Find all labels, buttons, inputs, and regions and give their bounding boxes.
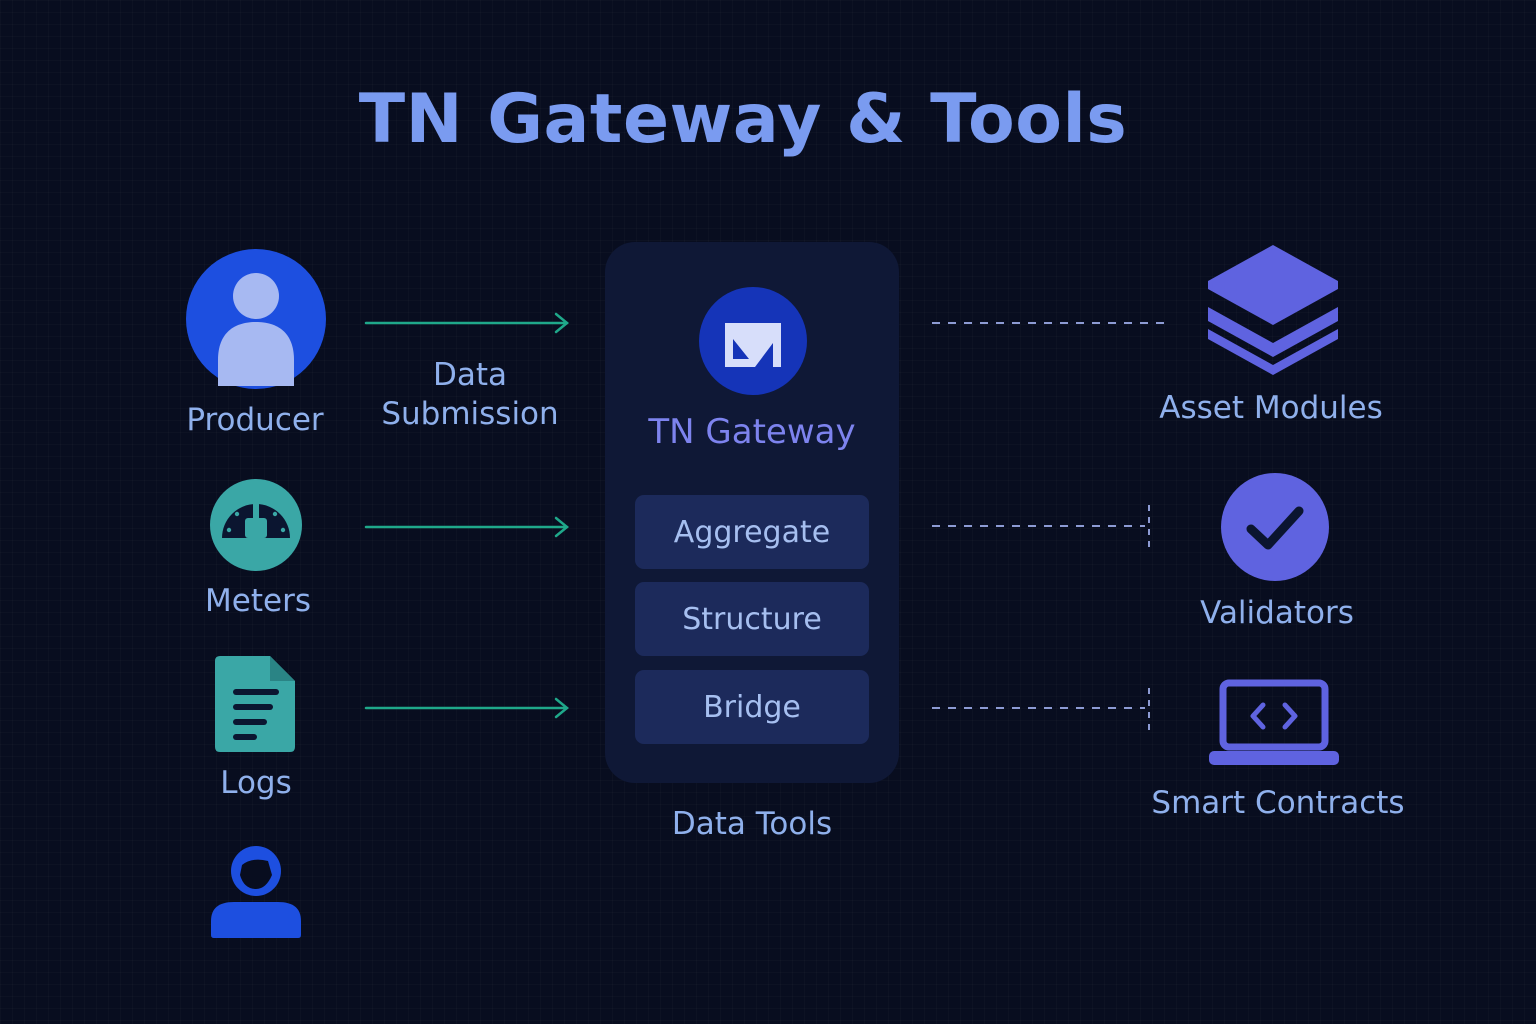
asset-modules-label: Asset Modules (1159, 390, 1383, 426)
user-icon (211, 846, 301, 938)
gateway-title: TN Gateway (648, 412, 856, 452)
smart-contracts-label: Smart Contracts (1151, 785, 1405, 821)
flow-arrow-logs (364, 697, 569, 719)
document-icon (215, 656, 295, 752)
structure-button[interactable]: Structure (635, 582, 869, 656)
data-tools-caption: Data Tools (671, 806, 833, 842)
tn-logo-icon (699, 287, 807, 395)
user-circle-icon (186, 249, 326, 389)
layers-icon (1208, 245, 1338, 375)
gauge-icon (210, 479, 302, 571)
validators-label: Validators (1200, 595, 1354, 631)
code-laptop-icon (1209, 679, 1339, 765)
aggregate-button[interactable]: Aggregate (635, 495, 869, 569)
flow-arrow-producer (364, 312, 569, 334)
data-submission-label: Data Submission (381, 357, 559, 432)
meters-label: Meters (205, 583, 311, 619)
page-title: TN Gateway & Tools (358, 80, 1128, 159)
logs-label: Logs (220, 765, 292, 801)
flow-arrow-meters (364, 516, 569, 538)
bridge-button[interactable]: Bridge (635, 670, 869, 744)
producer-label: Producer (186, 402, 324, 438)
check-circle-icon (1221, 473, 1329, 581)
